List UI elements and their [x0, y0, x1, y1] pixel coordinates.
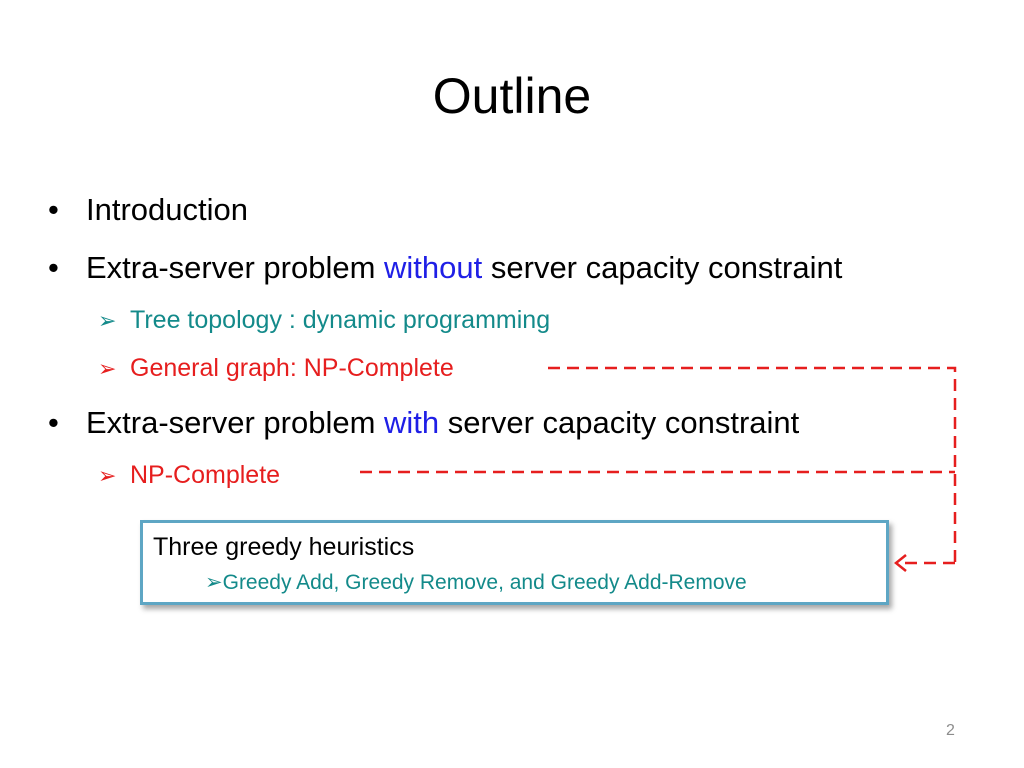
bullet-introduction: • Introduction [48, 191, 248, 229]
bullet-text-pre: Extra-server problem [86, 405, 385, 440]
sub-item-text: General graph: NP-Complete [130, 354, 454, 382]
callout-item: ➢Greedy Add, Greedy Remove, and Greedy A… [205, 569, 747, 597]
bullet-dot-icon: • [48, 192, 59, 227]
arrow-bullet-icon: ➢ [205, 571, 223, 594]
heuristics-callout-box: Three greedy heuristics ➢Greedy Add, Gre… [140, 520, 889, 605]
bullet-text-pre: Extra-server problem [86, 250, 385, 285]
connector-arrowhead-icon [893, 554, 907, 572]
bullet-text-post: server capacity constraint [482, 250, 843, 285]
arrow-bullet-icon: ➢ [98, 463, 117, 488]
bullet-highlight-without: without [384, 250, 483, 285]
bullet-text: Introduction [86, 192, 248, 227]
page-number: 2 [946, 722, 955, 739]
connector-line-general-graph [548, 366, 957, 563]
callout-item-text: Greedy Add, Greedy Remove, and Greedy Ad… [222, 571, 747, 594]
bullet-dot-icon: • [48, 250, 59, 285]
sub-item-general-graph: ➢ General graph: NP-Complete [98, 352, 454, 385]
bullet-text-post: server capacity constraint [439, 405, 800, 440]
bullet-dot-icon: • [48, 405, 59, 440]
callout-title: Three greedy heuristics [153, 533, 415, 561]
bullet-with-capacity: • Extra-server problem with server capaci… [48, 404, 799, 442]
sub-item-text: NP-Complete [130, 461, 281, 489]
bullet-without-capacity: • Extra-server problem without server cap… [48, 249, 842, 287]
bullet-highlight-with: with [384, 405, 440, 440]
arrow-bullet-icon: ➢ [98, 356, 117, 381]
arrow-bullet-icon: ➢ [98, 308, 117, 333]
sub-item-np-complete: ➢ NP-Complete [98, 459, 280, 492]
slide-title: Outline [432, 68, 592, 124]
sub-item-text: Tree topology : dynamic programming [130, 306, 551, 334]
sub-item-tree-topology: ➢ Tree topology : dynamic programming [98, 304, 550, 337]
